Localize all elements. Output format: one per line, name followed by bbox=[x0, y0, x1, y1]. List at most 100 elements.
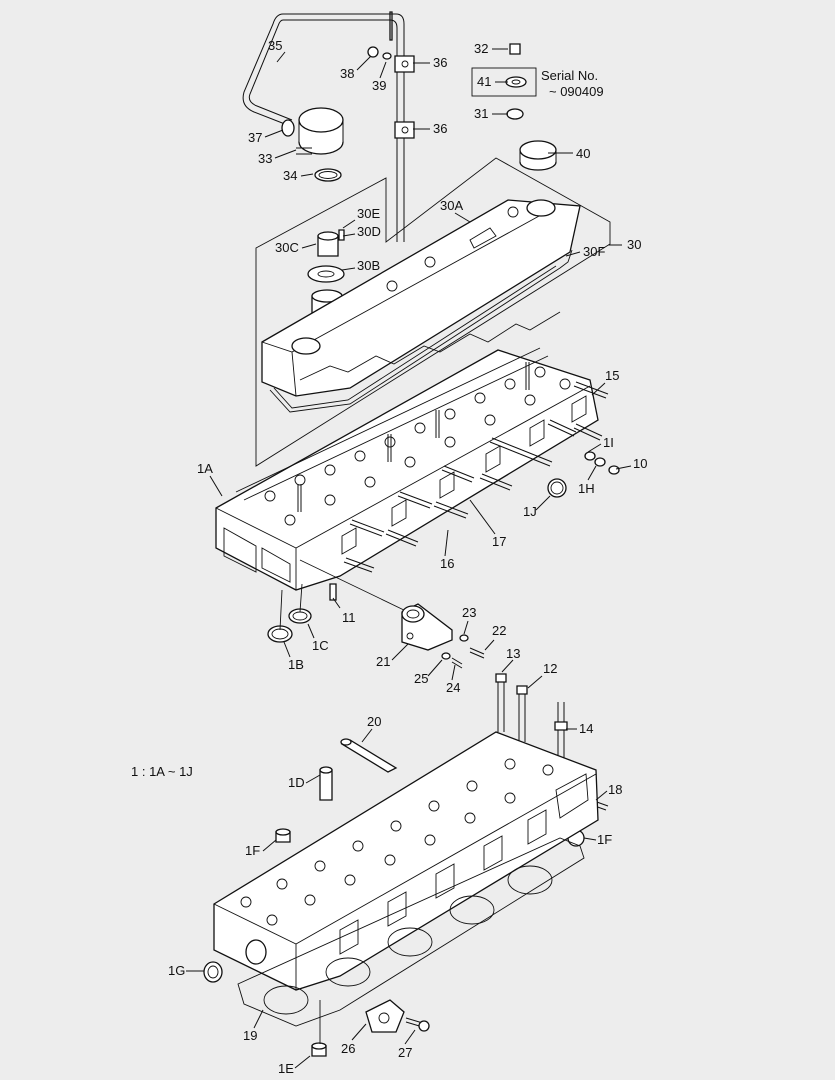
pin-11 bbox=[329, 583, 337, 601]
callout-c19: 19 bbox=[243, 1028, 257, 1043]
callout-c30B: 30B bbox=[357, 258, 380, 273]
callout-leader-c37 bbox=[264, 129, 284, 138]
callout-c26: 26 bbox=[341, 1041, 355, 1056]
callout-leader-c1H bbox=[587, 465, 597, 481]
dowel-1D bbox=[319, 766, 333, 801]
callout-leader-c1B bbox=[283, 641, 291, 658]
callout-leader-c1F_r bbox=[583, 837, 597, 841]
o-ring-34 bbox=[314, 168, 342, 182]
callout-c41: 41 bbox=[477, 74, 491, 89]
studs-top-1A bbox=[297, 362, 530, 512]
head-holes-1A bbox=[264, 366, 571, 526]
callout-leader-c25 bbox=[427, 659, 443, 677]
callout-leader-c22 bbox=[484, 639, 495, 651]
callout-leader-c39 bbox=[379, 61, 387, 79]
kit-note: 1 : 1A ~ 1J bbox=[131, 764, 193, 779]
cap-1F-left bbox=[275, 828, 291, 843]
callout-labels: 35383936363733343241314030E30A30D30C30B3… bbox=[168, 38, 647, 1076]
bolt-32 bbox=[509, 43, 521, 55]
callout-c31: 31 bbox=[474, 106, 488, 121]
washer-39 bbox=[382, 52, 392, 60]
serial-note-line1: Serial No. bbox=[541, 68, 598, 83]
callout-leader-c30F bbox=[565, 251, 581, 257]
callout-leader-c18 bbox=[595, 790, 608, 801]
callout-leader-c30E bbox=[342, 219, 356, 229]
callout-c30C: 30C bbox=[275, 240, 299, 255]
clip-37 bbox=[281, 119, 295, 137]
seal-1B bbox=[267, 625, 293, 643]
callout-leader-c26 bbox=[351, 1023, 367, 1041]
bolt-27 bbox=[405, 1017, 430, 1032]
callout-c35: 35 bbox=[268, 38, 282, 53]
callout-leader-c38 bbox=[356, 55, 372, 71]
assembly-30-frame bbox=[255, 157, 611, 467]
callout-c36b: 36 bbox=[433, 121, 447, 136]
serial-note-line2: ~ 090409 bbox=[549, 84, 604, 99]
head-gasket-19 bbox=[237, 837, 585, 1027]
callout-c1C: 1C bbox=[312, 638, 329, 653]
callout-c23: 23 bbox=[462, 605, 476, 620]
callout-leader-c23 bbox=[463, 620, 469, 635]
seal-1H bbox=[594, 457, 606, 467]
callout-c38: 38 bbox=[340, 66, 354, 81]
gasket-30B bbox=[307, 265, 345, 283]
callout-leader-c16 bbox=[444, 529, 449, 557]
callout-c1F_l: 1F bbox=[245, 843, 260, 858]
callout-c12: 12 bbox=[543, 661, 557, 676]
callout-c30: 30 bbox=[627, 237, 641, 252]
callout-c30D: 30D bbox=[357, 224, 381, 239]
callout-c39: 39 bbox=[372, 78, 386, 93]
washer-25 bbox=[441, 652, 451, 660]
callout-leader-c35 bbox=[276, 51, 286, 63]
seal-leaders bbox=[279, 583, 303, 631]
callout-c1H: 1H bbox=[578, 481, 595, 496]
callout-c30F: 30F bbox=[583, 244, 605, 259]
callout-c14: 14 bbox=[579, 721, 593, 736]
bolt-24 bbox=[451, 657, 463, 669]
breather-33 bbox=[296, 107, 344, 155]
callout-c27: 27 bbox=[398, 1045, 412, 1060]
callout-c25: 25 bbox=[414, 671, 428, 686]
callout-leader-c13 bbox=[501, 659, 514, 673]
injector-20 bbox=[340, 738, 398, 773]
callout-c1E: 1E bbox=[278, 1061, 294, 1076]
plug-10 bbox=[608, 465, 620, 475]
callout-leader-c21 bbox=[391, 643, 409, 661]
callout-leader-c30A bbox=[454, 212, 471, 223]
bolt-22 bbox=[469, 647, 485, 659]
callout-leader-c17 bbox=[469, 499, 496, 535]
callout-c36a: 36 bbox=[433, 55, 447, 70]
callout-c24: 24 bbox=[446, 680, 460, 695]
callout-c30A: 30A bbox=[440, 198, 463, 213]
callout-c15: 15 bbox=[605, 368, 619, 383]
clamp-36-lower bbox=[394, 121, 415, 139]
callout-c40: 40 bbox=[576, 146, 590, 161]
callout-leader-c27 bbox=[404, 1029, 416, 1045]
callout-leader-c30C bbox=[301, 243, 317, 249]
oil-filler-cap-40 bbox=[519, 140, 557, 171]
nut-38 bbox=[367, 46, 379, 58]
callout-c33: 33 bbox=[258, 151, 272, 166]
rocker-cover-30A bbox=[261, 199, 581, 397]
callout-c1J: 1J bbox=[523, 504, 537, 519]
callout-leader-c20 bbox=[361, 728, 373, 743]
callout-c30E: 30E bbox=[357, 206, 380, 221]
dowel-1E bbox=[311, 1042, 327, 1057]
callout-c11: 11 bbox=[342, 610, 356, 625]
callout-c32: 32 bbox=[474, 41, 488, 56]
cylinder-head-1A bbox=[215, 347, 599, 591]
callout-c13: 13 bbox=[506, 646, 520, 661]
breather-housing-30C bbox=[317, 231, 339, 257]
cover-26 bbox=[365, 999, 405, 1033]
gasket-30F bbox=[269, 249, 573, 413]
callout-c20: 20 bbox=[367, 714, 381, 729]
seal-1G bbox=[203, 961, 223, 983]
clamp-36-upper bbox=[394, 55, 415, 73]
ring-1J bbox=[547, 478, 567, 498]
callout-leader-c1F_l bbox=[262, 839, 277, 852]
callout-leader-c1D bbox=[305, 774, 321, 784]
callout-leader-c11 bbox=[332, 597, 341, 609]
callout-leader-c19 bbox=[253, 1009, 264, 1029]
callout-leader-c1I bbox=[587, 443, 602, 453]
